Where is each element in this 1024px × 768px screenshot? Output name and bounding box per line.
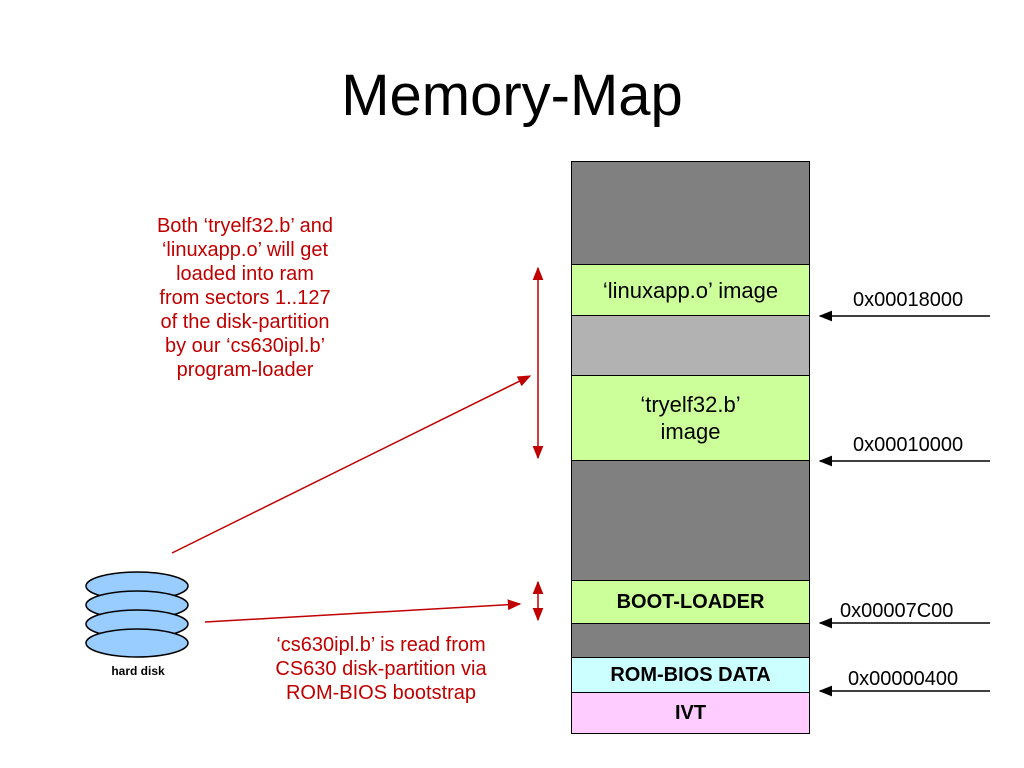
- memory-region-top-unused: [571, 161, 810, 265]
- ivt-label: IVT: [674, 701, 707, 724]
- linuxapp-label: ‘linuxapp.o’ image: [602, 277, 779, 303]
- load-note: Both ‘tryelf32.b’ and ‘linuxapp.o’ will …: [156, 215, 334, 381]
- address-label-7c00: 0x00007C00: [840, 600, 954, 622]
- memory-region-mid-unused: [571, 460, 810, 581]
- memory-region-rombios: ROM-BIOS DATA: [571, 657, 810, 693]
- page-title: Memory-Map: [341, 63, 683, 128]
- boot-note: ‘cs630ipl.b’ is read from CS630 disk-par…: [275, 634, 487, 704]
- disk-to-boot-arrow: [204, 599, 522, 623]
- memory-region-gap-light: [571, 315, 810, 376]
- address-label-18000: 0x00018000: [853, 289, 964, 311]
- disk-to-load-arrow: [171, 375, 532, 554]
- bootloader-label: BOOT-LOADER: [616, 590, 765, 613]
- address-label-10000: 0x00010000: [853, 434, 964, 456]
- hard-disk-icon: [85, 571, 189, 658]
- hard-disk-label: hard disk: [111, 664, 165, 678]
- rombios-label: ROM-BIOS DATA: [610, 663, 771, 686]
- address-label-400: 0x00000400: [848, 668, 959, 690]
- tryelf-label: ‘tryelf32.b’ image: [640, 392, 741, 444]
- memory-region-ivt: IVT: [571, 692, 810, 734]
- memory-region-bootloader: BOOT-LOADER: [571, 580, 810, 624]
